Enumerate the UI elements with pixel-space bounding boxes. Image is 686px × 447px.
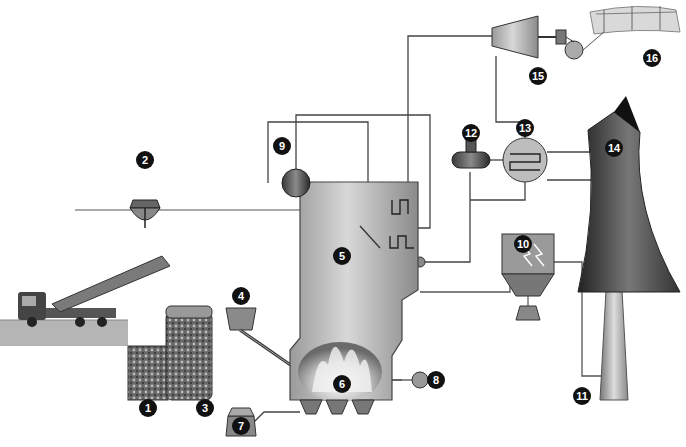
fan-symbol [392, 379, 412, 380]
delivery-truck [18, 256, 170, 327]
steam-drum [282, 169, 310, 197]
power-grid [660, 6, 661, 30]
boiler [312, 347, 372, 392]
callout-number: 8 [427, 371, 445, 389]
power-grid [583, 6, 680, 50]
steam-pipes [470, 182, 525, 200]
grate-hoppers [326, 400, 348, 414]
precipitator [534, 244, 544, 266]
grab-crane [144, 208, 146, 228]
precipitator [516, 306, 540, 320]
steam-pipes [408, 36, 492, 215]
condenser [503, 138, 547, 182]
boiler [290, 182, 418, 402]
feed-hopper [240, 330, 292, 366]
cooling-tower [614, 96, 640, 132]
ground [0, 320, 128, 346]
callout-number: 15 [529, 67, 547, 85]
grate-hoppers [300, 400, 322, 414]
superheater-coil [392, 200, 408, 214]
boiler [298, 342, 382, 402]
precipitator [528, 296, 529, 306]
steam-pipes [420, 172, 470, 262]
grab-crane [130, 200, 160, 208]
feedwater-tank [452, 152, 490, 168]
generator [565, 41, 583, 59]
bottom-ash-container [254, 412, 300, 422]
ground [0, 320, 128, 321]
flue-gas-duct [420, 262, 510, 292]
callout-number: 12 [462, 124, 480, 142]
delivery-truck [27, 317, 37, 327]
callout-number: 13 [516, 119, 534, 137]
superheater-coil [390, 200, 414, 248]
condenser [503, 138, 547, 182]
precipitator [502, 234, 554, 320]
callout-number: 9 [273, 137, 291, 155]
grate-hoppers [300, 380, 402, 414]
superheater-coil [390, 236, 414, 248]
flue-gas-duct [420, 262, 604, 376]
feed-hopper [240, 330, 292, 366]
callout-number: 11 [573, 387, 591, 405]
boiler [360, 226, 380, 248]
chimney [600, 290, 628, 400]
power-grid [596, 12, 676, 14]
fan-symbol [392, 372, 428, 388]
cooling-tower [578, 96, 680, 292]
precipitator [502, 234, 554, 274]
chimney [600, 290, 628, 400]
delivery-truck [52, 256, 170, 312]
turbine [538, 36, 556, 38]
feedwater-tank [452, 140, 490, 168]
callout-number: 1 [139, 399, 157, 417]
callout-number: 4 [232, 287, 250, 305]
power-grid [632, 6, 633, 30]
callout-number: 16 [643, 49, 661, 67]
grab-crane [75, 209, 300, 210]
bottom-ash-container [226, 416, 256, 436]
delivery-truck [22, 296, 36, 306]
turbine [492, 16, 566, 58]
fan-symbol [412, 372, 428, 388]
delivery-truck [75, 317, 85, 327]
condenser [510, 154, 540, 170]
feed-hopper [226, 308, 256, 330]
waste-bunker [166, 312, 212, 400]
callout-number: 14 [605, 139, 623, 157]
turbine [492, 16, 538, 58]
grate-hoppers [352, 400, 374, 414]
feed-hopper [226, 308, 292, 366]
grab-crane [75, 200, 300, 228]
callout-number: 5 [333, 247, 351, 265]
waste-bunker [128, 306, 212, 400]
waste-bunker [166, 306, 212, 318]
callout-number: 6 [333, 375, 351, 393]
steam-drum [282, 169, 310, 197]
turbine [556, 30, 566, 44]
generator [565, 37, 583, 59]
ground [0, 320, 128, 346]
bottom-ash-container [226, 408, 300, 436]
precipitator [502, 274, 554, 296]
delivery-truck [46, 308, 116, 318]
callout-number: 3 [196, 399, 214, 417]
generator [566, 37, 574, 42]
bottom-ash-container [228, 408, 254, 416]
callout-number: 7 [232, 417, 250, 435]
callout-number: 2 [136, 151, 154, 169]
power-grid [583, 32, 604, 50]
waste-bunker [128, 346, 168, 400]
power-grid [604, 10, 605, 32]
delivery-truck [97, 317, 107, 327]
cooling-tower [578, 112, 680, 292]
power-grid [590, 6, 680, 34]
callout-number: 10 [514, 235, 532, 253]
delivery-truck [18, 292, 46, 320]
